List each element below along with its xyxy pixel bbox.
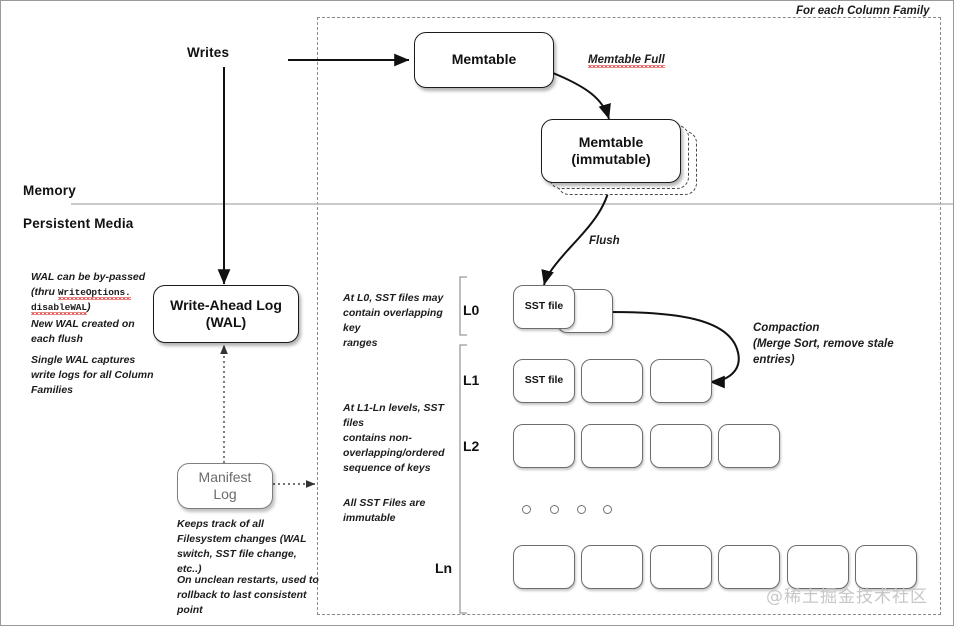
compaction-label-line1: Compaction	[753, 322, 820, 334]
note-wal-bypass-line1: WAL can be by-passed	[31, 271, 146, 283]
note-wal-single-line1: Single WAL captures	[31, 354, 136, 366]
note-wal-single: Single WAL captures write logs for all C…	[31, 353, 196, 398]
column-family-container	[317, 17, 941, 615]
write-ahead-log-box[interactable]: Write-Ahead Log (WAL)	[153, 285, 299, 343]
writes-label: Writes	[187, 45, 230, 60]
sst-file-L1-3[interactable]	[650, 359, 712, 403]
wal-label-line2: (WAL)	[205, 314, 247, 330]
flush-label: Flush	[589, 235, 620, 247]
memtable-box[interactable]: Memtable	[414, 32, 554, 88]
sst-file-Ln-6[interactable]	[855, 545, 917, 589]
note-manifest-line5: On unclean restarts, used to	[177, 574, 319, 586]
note-l1ln-line1: At L1-Ln levels, SST files	[343, 402, 444, 429]
sst-file-Ln-5[interactable]	[787, 545, 849, 589]
level-label-Ln: Ln	[435, 560, 453, 576]
sst-file-Ln-3[interactable]	[650, 545, 712, 589]
note-wal-bypass: WAL can be by-passed (thru WriteOptions.…	[31, 270, 181, 315]
memtable-immutable-label-line1: Memtable	[578, 133, 644, 150]
ellipsis-dot-2	[550, 505, 559, 514]
note-immutable-line2: immutable	[343, 511, 396, 524]
level-label-L1: L1	[463, 372, 480, 388]
sst-file-L2-4[interactable]	[718, 424, 780, 468]
note-manifest-line1: Keeps track of all	[177, 518, 264, 530]
note-l1ln-line4: sequence of keys	[343, 461, 431, 474]
note-wal-new-line1: New WAL created on	[31, 318, 135, 330]
manifest-label-line2: Log	[213, 486, 237, 502]
note-wal-single-line3: Families	[31, 383, 74, 396]
note-manifest-rollback: On unclean restarts, used to rollback to…	[177, 573, 333, 618]
note-wal-bypass-line3-post: )	[87, 300, 91, 313]
memtable-box-label: Memtable	[451, 51, 517, 68]
note-wal-bypass-code-writeoptions: WriteOptions.	[57, 286, 131, 298]
watermark: @稀土掘金技术社区	[766, 587, 928, 607]
note-manifest-line6: rollback to last consistent	[177, 588, 307, 601]
manifest-label-line1: Manifest	[198, 468, 252, 485]
memory-region-label: Memory	[23, 183, 76, 198]
compaction-label-line2: (Merge Sort, remove stale	[753, 338, 894, 350]
note-wal-single-line2: write logs for all Column	[31, 368, 154, 381]
note-wal-bypass-code-disablewal: disableWAL	[31, 301, 88, 313]
sst-file-L1-2[interactable]	[581, 359, 643, 403]
sst-file-L1-1[interactable]: SST file	[513, 359, 575, 403]
note-l0-line2: contain overlapping key	[343, 306, 443, 334]
memtable-immutable-label-line2: (immutable)	[571, 151, 651, 167]
sst-file-L2-2[interactable]	[581, 424, 643, 468]
compaction-label-line3: entries)	[753, 354, 795, 366]
sst-file-Ln-2[interactable]	[581, 545, 643, 589]
note-wal-bypass-line2-pre: (thru	[31, 285, 58, 298]
sst-file-Ln-4[interactable]	[718, 545, 780, 589]
column-family-label: For each Column Family	[796, 5, 930, 17]
note-wal-new-line2: each flush	[31, 332, 83, 345]
sst-file-L1-1-label: SST file	[524, 374, 564, 387]
note-sst-immutable: All SST Files are immutable	[343, 496, 463, 526]
note-l1ln-line2: contains non-	[343, 431, 412, 444]
sst-file-L0-1[interactable]: SST file	[513, 285, 575, 329]
persistent-media-region-label: Persistent Media	[23, 216, 134, 231]
sst-file-L0-1-label: SST file	[524, 300, 564, 313]
note-l1ln-ordered: At L1-Ln levels, SST files contains non-…	[343, 401, 463, 476]
manifest-log-box[interactable]: Manifest Log	[177, 463, 273, 509]
note-wal-new: New WAL created on each flush	[31, 317, 191, 347]
note-l0-line1: At L0, SST files may	[343, 292, 444, 304]
note-l0-overlap: At L0, SST files may contain overlapping…	[343, 291, 461, 351]
note-manifest-line7: point	[177, 603, 203, 616]
wal-label-line1: Write-Ahead Log	[170, 296, 282, 313]
memtable-full-label: Memtable Full	[588, 54, 665, 66]
level-label-L0: L0	[463, 302, 480, 318]
note-immutable-line1: All SST Files are	[343, 497, 426, 509]
sst-file-L2-1[interactable]	[513, 424, 575, 468]
memtable-immutable-box[interactable]: Memtable (immutable)	[541, 119, 681, 183]
ellipsis-dot-4	[603, 505, 612, 514]
note-l1ln-line3: overlapping/ordered	[343, 446, 445, 459]
note-manifest-tracking: Keeps track of all Filesystem changes (W…	[177, 517, 329, 577]
note-manifest-line2: Filesystem changes (WAL	[177, 532, 307, 545]
note-manifest-line4: etc..)	[177, 562, 202, 575]
sst-file-Ln-1[interactable]	[513, 545, 575, 589]
sst-file-L2-3[interactable]	[650, 424, 712, 468]
note-l0-line3: ranges	[343, 336, 378, 349]
ellipsis-dot-1	[522, 505, 531, 514]
note-manifest-line3: switch, SST file change,	[177, 547, 297, 560]
ellipsis-dot-3	[577, 505, 586, 514]
level-label-L2: L2	[463, 438, 480, 454]
